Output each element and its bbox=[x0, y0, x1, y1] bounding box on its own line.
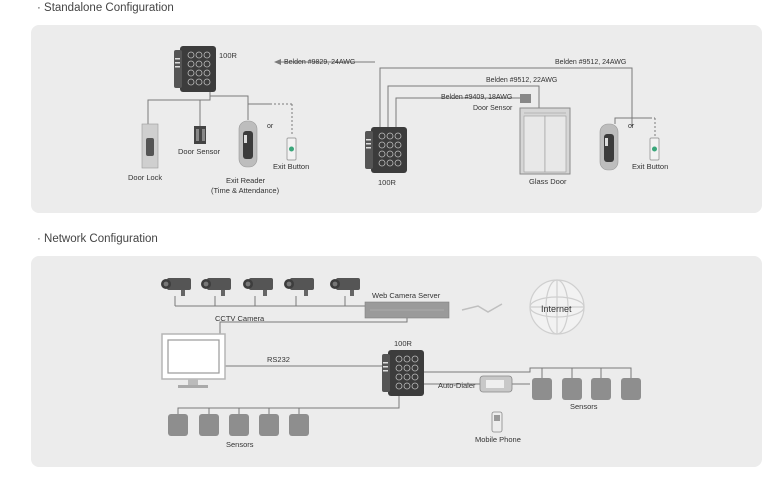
or-label-1: or bbox=[267, 123, 274, 130]
cable-9512-mid-label: Belden #9512, 22AWG bbox=[486, 77, 557, 84]
sensor-box bbox=[259, 414, 279, 436]
cctv-camera-icon bbox=[243, 278, 273, 296]
exit-reader-label-2: (Time & Attendance) bbox=[211, 186, 280, 195]
network-section-title: · Network Configuration bbox=[37, 233, 158, 245]
exit-button-label-1: Exit Button bbox=[273, 162, 309, 171]
cctv-camera-icon bbox=[201, 278, 231, 296]
reader-top-label: 100R bbox=[219, 51, 238, 60]
mobile-phone-icon bbox=[491, 411, 503, 433]
standalone-section-title: · Standalone Configuration bbox=[37, 2, 174, 14]
door-sensor-label: Door Sensor bbox=[178, 147, 221, 156]
auto-dialer-label: Auto-Dialer bbox=[438, 381, 476, 390]
cctv-camera-icon bbox=[161, 278, 191, 296]
sensors-left-label: Sensors bbox=[226, 440, 254, 449]
exit-reader-label-1: Exit Reader bbox=[226, 176, 266, 185]
sensor-box bbox=[199, 414, 219, 436]
reader-center-label: 100R bbox=[378, 178, 397, 187]
exit-button-device-2 bbox=[649, 137, 660, 161]
reader-100r-top bbox=[173, 45, 217, 93]
sensor-box bbox=[289, 414, 309, 436]
internet-globe-icon bbox=[529, 279, 585, 335]
reader-network-label: 100R bbox=[394, 339, 413, 348]
sensor-box bbox=[532, 378, 552, 400]
reader-100r-network bbox=[381, 349, 425, 397]
server-label: Web Camera Server bbox=[372, 291, 441, 300]
exit-button-device-1 bbox=[286, 137, 297, 161]
internet-label: Internet bbox=[541, 304, 572, 314]
sensor-box bbox=[591, 378, 611, 400]
exit-button-label-2: Exit Button bbox=[632, 162, 668, 171]
door-sensor-label-2: Door Sensor bbox=[473, 105, 513, 112]
cable-9409-label: Belden #9409, 18AWG bbox=[441, 94, 512, 101]
cctv-camera-icon bbox=[330, 278, 360, 296]
door-sensor-small-icon bbox=[520, 94, 531, 103]
door-lock-label: Door Lock bbox=[128, 173, 162, 182]
standalone-wires bbox=[147, 61, 656, 138]
mobile-phone-label: Mobile Phone bbox=[475, 435, 521, 444]
exit-reader-device-2 bbox=[599, 123, 619, 171]
sensor-box bbox=[229, 414, 249, 436]
glass-door-label: Glass Door bbox=[529, 177, 567, 186]
or-label-2: or bbox=[628, 123, 635, 130]
cable-9829-label: Belden #9829, 24AWG bbox=[284, 59, 355, 66]
sensor-box bbox=[621, 378, 641, 400]
cable-9512-top-label: Belden #9512, 24AWG bbox=[555, 59, 626, 66]
wireless-link-icon bbox=[461, 303, 503, 313]
exit-reader-device bbox=[238, 120, 258, 168]
reader-100r-center bbox=[364, 126, 408, 174]
arrow-head-icon bbox=[274, 59, 281, 65]
monitor-icon bbox=[161, 333, 226, 388]
rs232-label: RS232 bbox=[267, 355, 290, 364]
cctv-camera-icon bbox=[284, 278, 314, 296]
glass-door bbox=[519, 107, 571, 175]
sensor-box bbox=[168, 414, 188, 436]
sensor-box bbox=[562, 378, 582, 400]
sensors-right-label: Sensors bbox=[570, 402, 598, 411]
cctv-label: CCTV Camera bbox=[215, 314, 265, 323]
